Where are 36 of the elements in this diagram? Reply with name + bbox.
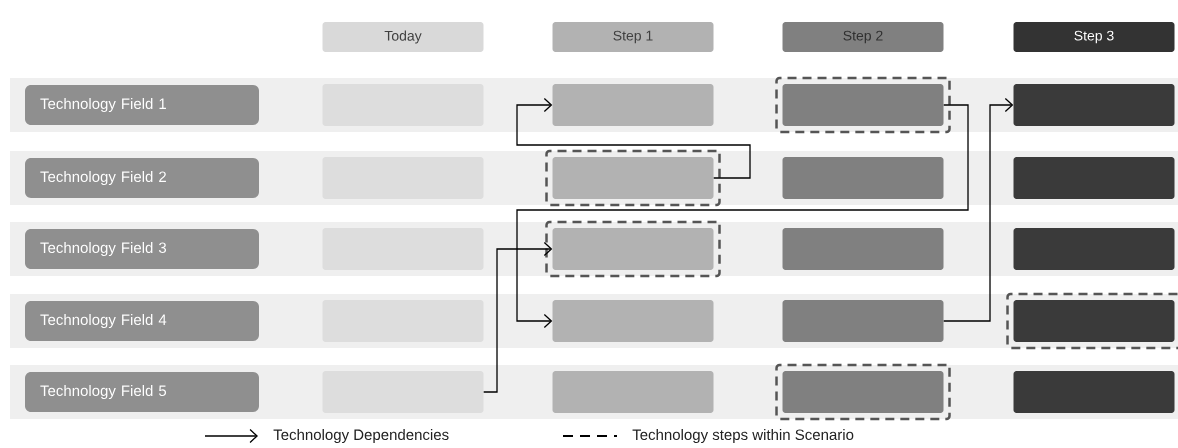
step-box — [552, 300, 714, 342]
step-box — [782, 371, 944, 413]
step-box — [322, 371, 484, 413]
step-box — [782, 300, 944, 342]
scenario-frame — [775, 76, 951, 134]
step-box — [1013, 300, 1175, 342]
column-header: Step 3 — [1013, 22, 1175, 52]
step-box — [1013, 228, 1175, 270]
column-header: Step 2 — [782, 22, 944, 52]
field-label: Technology Field 5 — [25, 372, 259, 412]
scenario-frame — [545, 220, 721, 278]
step-box — [552, 157, 714, 199]
step-box — [1013, 84, 1175, 126]
legend-text: Technology steps within Scenario — [632, 429, 854, 443]
scenario-frame — [545, 149, 721, 207]
legend-text: Technology Dependencies — [273, 429, 449, 443]
arrow — [516, 104, 969, 329]
step-box — [782, 84, 944, 126]
step-box — [1013, 157, 1175, 199]
step-box — [782, 157, 944, 199]
scenario-frame — [1006, 292, 1178, 350]
step-box — [782, 228, 944, 270]
arrow — [943, 97, 1014, 322]
field-label: Technology Field 4 — [25, 301, 259, 341]
column-header: Today — [322, 22, 484, 52]
step-box — [552, 84, 714, 126]
arrow — [483, 241, 553, 393]
step-box — [552, 228, 714, 270]
arrow — [516, 97, 751, 179]
step-box — [552, 371, 714, 413]
field-label: Technology Field 1 — [25, 85, 259, 125]
scenario-frame — [775, 363, 951, 421]
step-box — [1013, 371, 1175, 413]
field-label: Technology Field 3 — [25, 229, 259, 269]
field-label: Technology Field 2 — [25, 158, 259, 198]
column-header: Step 1 — [552, 22, 714, 52]
